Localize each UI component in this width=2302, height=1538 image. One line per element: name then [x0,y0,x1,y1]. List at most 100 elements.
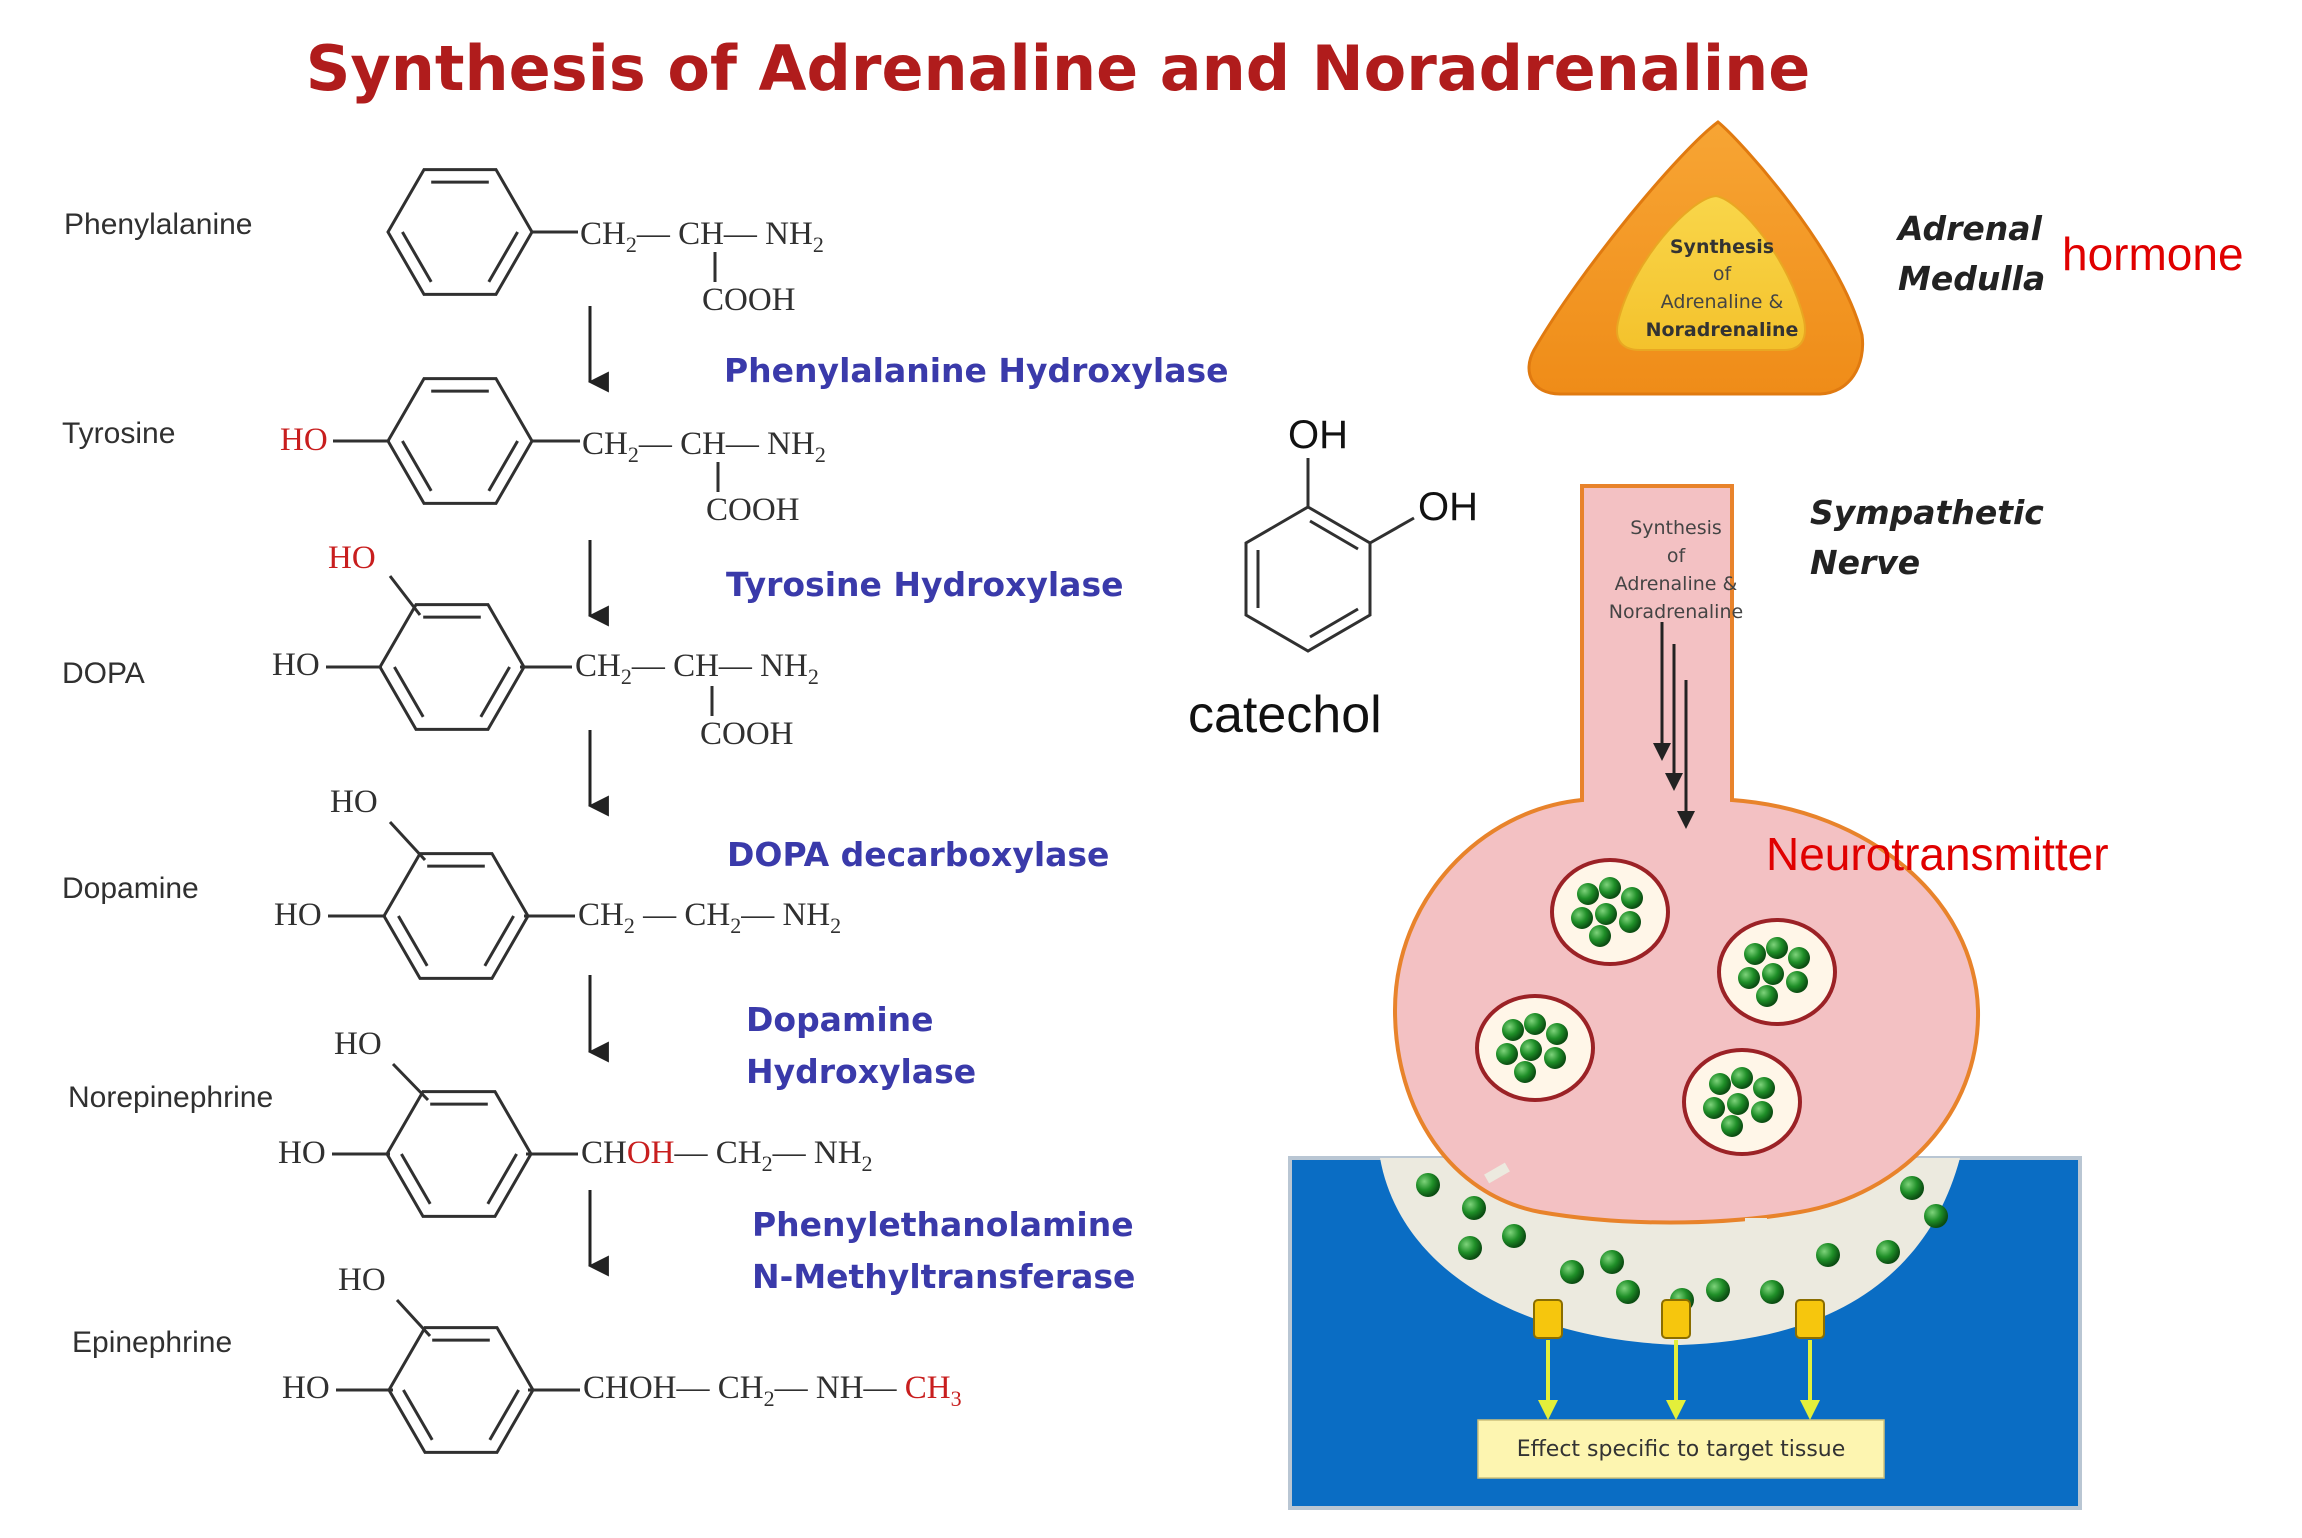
enzyme-dopamine-line1: Dopamine [746,1000,934,1039]
receptors [1533,1299,1825,1420]
side-chain-tyrosine: CH2— CH— NH2 [582,426,826,467]
transmitter-molecule [1514,1061,1536,1083]
ho-para-dopamine: HO [274,897,322,933]
transmitter-molecule [1703,1097,1725,1119]
nerve-inner-text-2: of [1667,545,1687,567]
receptor-1 [1533,1299,1563,1339]
released-molecule [1816,1243,1840,1267]
transmitter-molecule [1546,1023,1568,1045]
enzyme-dopa-decarboxylase: DOPA decarboxylase [727,835,1109,874]
transmitter-molecule [1731,1067,1753,1089]
compound-label-epinephrine: Epinephrine [72,1326,232,1359]
catechol-structure: OH OH catechol [1188,413,1478,744]
compound-label-dopamine: Dopamine [62,872,199,905]
side-chain-dopamine: CH2 — CH2— NH2 [578,897,841,938]
transmitter-molecule [1599,877,1621,899]
compound-label-tyrosine: Tyrosine [62,417,175,450]
side-chain-epinephrine: CHOH— CH2— NH— CH3 [583,1370,962,1411]
nerve-inner-text-3: Adrenaline & [1615,573,1738,595]
cooh-tyrosine: COOH [706,492,800,528]
ring-double-bond [487,231,519,283]
benzene-ring-4 [382,852,530,980]
transmitter-molecule [1524,1013,1546,1035]
vesicles [1475,858,1837,1156]
adrenal-label-1: Adrenal [1895,209,2043,248]
ring-double-bond [397,915,429,967]
released-molecule [1760,1280,1784,1304]
ring-double-bond [400,1153,432,1205]
catechol-oh-top: OH [1288,413,1348,457]
released-molecule [1416,1173,1440,1197]
released-molecule [1616,1280,1640,1304]
nerve-inner-text-4: Noradrenaline [1609,601,1743,623]
side-chain-dopa: CH2— CH— NH2 [575,648,819,689]
transmitter-molecule [1766,937,1788,959]
benzene-ring-6 [387,1326,535,1454]
ring-double-bond [402,1389,434,1441]
structure-phenylalanine: CH2— CH— NH2 COOH [532,216,824,318]
transmitter-molecule [1619,911,1641,933]
enzyme-dopamine-line2: Hydroxylase [746,1052,976,1091]
released-molecule [1458,1236,1482,1260]
adrenal-inner-text-3: Adrenaline & [1661,291,1784,313]
released-molecule [1706,1278,1730,1302]
nerve-inner-text-1: Synthesis [1630,517,1722,539]
catechol-label: catechol [1188,686,1382,744]
synthesis-pathway: Phenylalanine Tyrosine DOPA Dopamine Nor… [62,168,1229,1454]
ring-double-bond [401,231,433,283]
transmitter-molecule [1751,1101,1773,1123]
ring-double-bond [487,440,519,492]
ring-double-bond [488,1389,520,1441]
structure-norepinephrine: HO HO CHOH— CH2— NH2 [278,1026,873,1176]
released-molecule [1924,1204,1948,1228]
benzene-ring-2 [386,377,534,505]
page-title: Synthesis of Adrenaline and Noradrenalin… [306,32,1811,105]
transmitter-molecule [1571,907,1593,929]
ring-double-bond [486,1153,518,1205]
released-molecule [1900,1176,1924,1200]
transmitter-molecule [1744,943,1766,965]
ring-double-bond [401,440,433,492]
sympathetic-nerve: Synthesis of Adrenaline & Noradrenaline … [1288,484,2109,1510]
released-molecule [1502,1224,1526,1248]
compound-label-phenylalanine: Phenylalanine [64,208,252,241]
transmitter-molecule [1762,963,1784,985]
transmitter-molecule [1595,903,1617,925]
receptor-2 [1661,1299,1691,1339]
adrenal-inner-text-4: Noradrenaline [1646,319,1799,341]
catechol-ring [1244,505,1372,653]
receptor-3 [1795,1299,1825,1339]
neurotransmitter-label: Neurotransmitter [1766,828,2109,880]
ho-meta-dopamine: HO [330,784,378,820]
released-molecule [1600,1250,1624,1274]
transmitter-molecule [1709,1073,1731,1095]
transmitter-molecule [1721,1115,1743,1137]
benzene-rings [378,168,535,1454]
benzene-ring-1 [386,168,534,296]
released-molecule [1462,1196,1486,1220]
catechol-oh-right: OH [1418,485,1478,529]
adrenal-inner-text-1: Synthesis [1670,236,1774,258]
ho-para-norepinephrine: HO [278,1135,326,1171]
transmitter-molecule [1502,1019,1524,1041]
hormone-label: hormone [2062,228,2244,280]
adrenal-inner-text-2: of [1713,263,1733,285]
transmitter-molecule [1589,925,1611,947]
enzyme-phenylalanine-hydroxylase: Phenylalanine Hydroxylase [724,351,1229,390]
ho-para-epinephrine: HO [282,1370,330,1406]
nerve-label-1: Sympathetic [1810,493,2044,532]
ho-group-tyrosine: HO [280,422,328,458]
ho-meta-norepinephrine: HO [334,1026,382,1062]
transmitter-molecule [1520,1039,1542,1061]
effect-text: Effect specific to target tissue [1517,1437,1846,1462]
structure-dopamine: HO HO CH2 — CH2— NH2 [274,784,841,938]
membrane-gap-2 [1745,1218,1767,1228]
compound-label-dopa: DOPA [62,657,145,690]
structure-tyrosine: HO CH2— CH— NH2 COOH [280,422,826,528]
effect-box [1477,1419,1885,1479]
transmitter-molecule [1577,883,1599,905]
transmitter-molecule [1727,1093,1749,1115]
enzyme-pnmt-line2: N-Methyltransferase [752,1257,1135,1296]
ho-meta-epinephrine: HO [338,1262,386,1298]
